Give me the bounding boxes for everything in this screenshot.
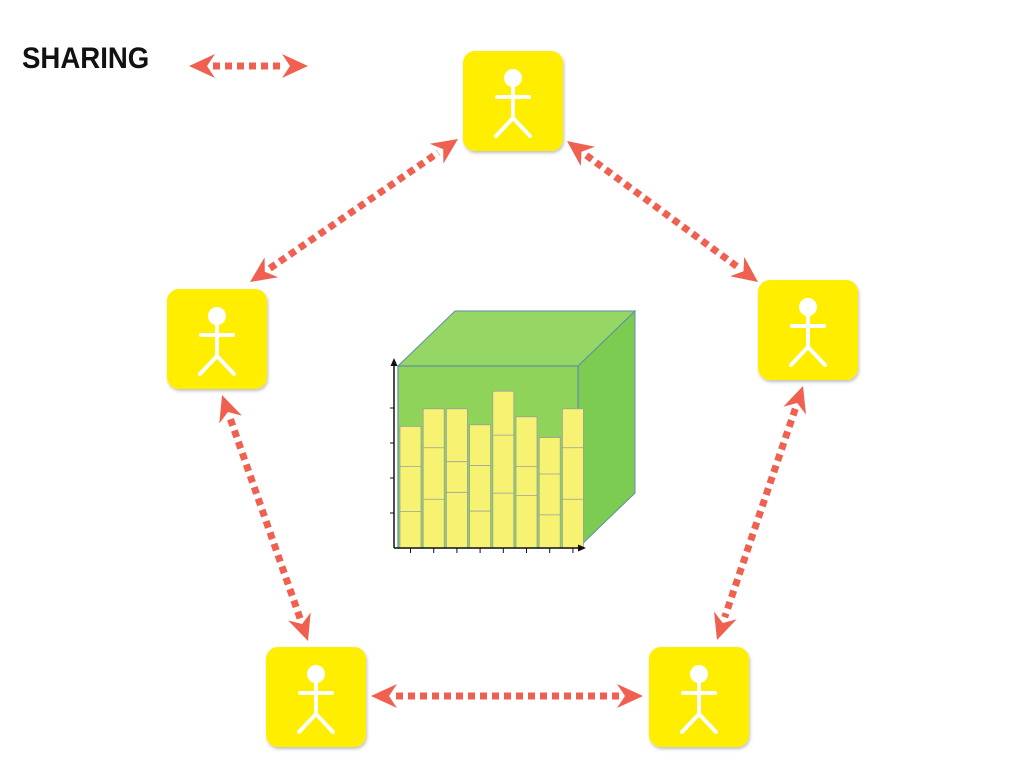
cube-bar-5 — [492, 390, 515, 549]
sharing-arrow-top-right — [567, 141, 758, 282]
data-cube-bar-chart-icon — [390, 309, 637, 553]
dotted-double-arrow-icon — [189, 54, 308, 78]
sharing-arrow-left-top — [250, 139, 458, 282]
cube-bar-2 — [422, 408, 445, 549]
participant-bottom-left — [266, 647, 366, 747]
participant-right — [758, 280, 858, 380]
legend-label: SHARING — [22, 42, 150, 75]
participant-top — [463, 51, 563, 151]
stick-figure-icon — [297, 665, 335, 734]
participant-left — [167, 289, 267, 389]
participant-nodes — [167, 51, 858, 747]
participant-bottom-right — [649, 647, 749, 747]
sharing-arrow-right-bottom-right — [714, 386, 806, 640]
stick-figure-icon — [494, 69, 532, 138]
cube-bar-4 — [469, 424, 492, 549]
cube-bar-8 — [562, 408, 584, 549]
sharing-arrow-bottom-right-bottom-left — [371, 684, 643, 708]
stick-figure-icon — [680, 665, 718, 734]
sharing-arrow-bottom-left-left — [219, 395, 311, 641]
sharing-links — [219, 139, 806, 708]
cube-bar-7 — [538, 437, 561, 549]
stick-figure-icon — [198, 307, 236, 376]
cube-bar-3 — [445, 408, 468, 549]
stick-figure-icon — [789, 298, 827, 367]
cube-bar-6 — [515, 416, 538, 549]
legend-arrow-shape — [189, 54, 308, 78]
cube-bar-1 — [399, 425, 422, 549]
